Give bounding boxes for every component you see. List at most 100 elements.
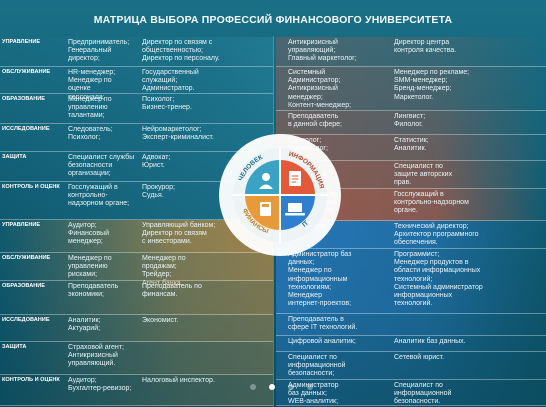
profession-list: Госслужащий в контрольно-надзорном орган… — [394, 191, 469, 215]
profession-list: Психолог; Бизнес-тренер. — [142, 96, 192, 112]
right-row-band — [276, 352, 546, 380]
profession-list: Аудитор; Бухгалтер-ревизор; — [68, 377, 132, 393]
profession-list: Антикризисный управляющий; Главный марке… — [288, 39, 357, 63]
category-label: УПРАВЛЕНИЕ — [2, 39, 41, 45]
left-matrix-row: ОБСЛУЖИВАНИЕ Менеджер по управлению риска… — [0, 255, 273, 288]
left-row-divider — [0, 151, 273, 152]
profession-list: Нейромаркетолог; Эксперт-криминалист. — [142, 126, 214, 142]
category-label: ИССЛЕДОВАНИЕ — [2, 317, 50, 323]
category-label: ИССЛЕДОВАНИЕ — [2, 126, 50, 132]
profession-list: Прокурор; Судья. — [142, 184, 176, 200]
profession-list: Лингвист; Филолог. — [394, 113, 426, 129]
category-label: УПРАВЛЕНИЕ — [2, 222, 41, 228]
right-row-divider — [276, 220, 546, 221]
left-row-divider — [0, 93, 273, 94]
profession-list: Госслужащий в контрольно- надзорном орга… — [68, 184, 130, 208]
right-matrix-row: Системный Администратор; Антикризисный м… — [276, 69, 546, 110]
left-row-band — [0, 315, 273, 342]
left-row-band — [0, 281, 273, 315]
document-icon — [289, 171, 301, 186]
pagination-dot[interactable] — [269, 384, 275, 390]
right-row-divider — [276, 134, 546, 135]
right-matrix-row: Специалист по информационной безопасност… — [276, 354, 546, 379]
left-row-divider — [0, 374, 273, 375]
profession-list: Специалист по информационной безопасност… — [288, 354, 346, 378]
right-row-divider — [276, 351, 546, 352]
left-row-divider — [0, 314, 273, 315]
calculator-icon — [260, 202, 271, 216]
profession-list: Преподаватель по финансам. — [142, 283, 202, 299]
right-row-band — [276, 336, 546, 352]
profession-list: Аудитор; Финансовый менеджер; — [68, 222, 109, 246]
right-matrix-row: Цифровой аналитик; Аналитик баз данных. — [276, 338, 546, 346]
left-matrix-row: КОНТРОЛЬ И ОЦЕНКА Госслужащий в контрольн… — [0, 184, 273, 209]
right-row-divider — [276, 160, 546, 161]
category-label: ОБСЛУЖИВАНИЕ — [2, 255, 51, 261]
right-row-divider — [276, 66, 546, 67]
right-row-divider — [276, 379, 546, 380]
right-row-divider — [276, 313, 546, 314]
left-row-divider — [0, 66, 273, 67]
page-title: МАТРИЦА ВЫБОРА ПРОФЕССИЙ ФИНАНСОВОГО УНИ… — [93, 14, 453, 26]
profession-list: Администратор баз данных; Менеджер по ин… — [288, 251, 352, 308]
profession-list: Администратор баз данных; WEB-аналитик; — [288, 382, 339, 406]
hub-diagram: ЧЕЛОВЕК ИНФОРМАЦИЯ ФИНАНСЫ IT — [219, 134, 341, 256]
pagination-dot[interactable] — [307, 384, 313, 390]
left-row-divider — [0, 280, 273, 281]
profession-list: Программист; Менеджер продуктов в област… — [394, 251, 483, 308]
profession-list: Цифровой аналитик; — [288, 338, 356, 345]
profession-list: Специалист по информационной безопасност… — [394, 382, 452, 406]
left-row-band — [0, 253, 273, 281]
left-row-divider — [0, 252, 273, 253]
left-matrix-row: ИССЛЕДОВАНИЕ Следователь; Психолог; Нейром… — [0, 126, 273, 142]
profession-hub: ЧЕЛОВЕК ИНФОРМАЦИЯ ФИНАНСЫ IT — [218, 133, 342, 257]
right-matrix-row: Антикризисный управляющий; Главный марке… — [276, 39, 546, 64]
left-row-band — [0, 67, 273, 94]
right-row-band — [276, 111, 546, 135]
category-label: ЗАЩИТА — [2, 344, 27, 350]
category-label: ОБРАЗОВАНИЕ — [2, 96, 46, 102]
left-row-band — [0, 94, 273, 124]
profession-list: Менеджер по управлению рисками; — [68, 255, 112, 279]
left-row-band — [0, 375, 273, 406]
profession-list: Налоговый инспектор. — [142, 377, 215, 384]
pagination-dot[interactable] — [250, 384, 256, 390]
right-row-band — [276, 380, 546, 406]
pagination-dots — [250, 384, 313, 390]
left-row-divider — [0, 219, 273, 220]
profession-list: Статистик; Аналитик. — [394, 137, 429, 153]
right-matrix-row: Преподаватель в данной сфере; Лингвист; Ф… — [276, 113, 546, 129]
left-matrix-row: ОБРАЗОВАНИЕ Менеджер по управлению талант… — [0, 96, 273, 121]
right-row-band — [276, 67, 546, 111]
left-row-divider — [0, 405, 273, 406]
category-label: КОНТРОЛЬ И ОЦЕНКА — [2, 377, 60, 383]
profession-list: Директор центра контроля качества. — [394, 39, 457, 55]
right-row-divider — [276, 188, 546, 189]
category-label: КОНТРОЛЬ И ОЦЕНКА — [2, 184, 60, 190]
profession-list: Адвокат; Юрист. — [142, 154, 171, 170]
left-row-divider — [0, 341, 273, 342]
left-row-band — [0, 124, 273, 152]
profession-list: Менеджер по рекламе; SMM-менеджер; Бренд… — [394, 69, 470, 101]
profession-list: Преподаватель в данной сфере; — [288, 113, 343, 129]
right-row-divider — [276, 110, 546, 111]
profession-list: Системный Администратор; Антикризисный м… — [288, 69, 352, 109]
person-icon — [259, 173, 273, 189]
profession-list: Сетевой юрист. — [394, 354, 445, 361]
pagination-dot[interactable] — [288, 384, 294, 390]
profession-list: Аналитик баз данных. — [394, 338, 466, 345]
right-row-band — [276, 314, 546, 336]
profession-list: Менеджер по управлению талантами; — [68, 96, 112, 120]
profession-list: Следователь; Психолог; — [68, 126, 113, 142]
profession-list: Менеджер по продажам; Трейдер; Агент бан… — [142, 255, 186, 287]
right-matrix-row: Администратор баз данных; Менеджер по ин… — [276, 251, 546, 308]
left-matrix-row: КОНТРОЛЬ И ОЦЕНКА Аудитор; Бухгалтер-реви… — [0, 377, 273, 393]
profession-list: Технический директор; Архитектор програм… — [394, 223, 479, 247]
